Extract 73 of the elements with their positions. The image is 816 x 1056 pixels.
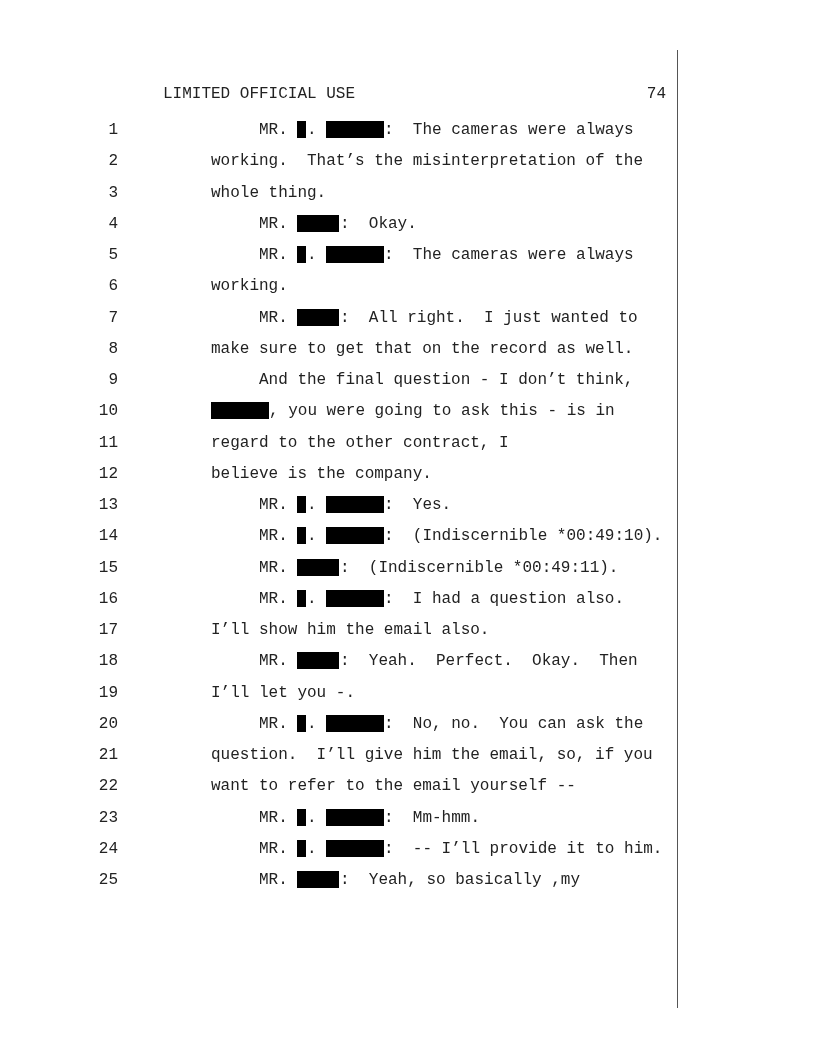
line-number: 25 bbox=[98, 870, 118, 890]
transcript-line: regard to the other contract, I bbox=[211, 432, 509, 453]
transcript-line: MR. bbox=[259, 588, 288, 609]
line-number: 7 bbox=[108, 307, 118, 328]
transcript-line: whole thing. bbox=[211, 182, 327, 203]
line-number: 8 bbox=[108, 338, 118, 359]
line-number: 20 bbox=[98, 713, 118, 734]
transcript-line: working. bbox=[211, 276, 288, 297]
line-number: 4 bbox=[108, 213, 118, 234]
transcript-line: : (Indiscernible *00:49:10). bbox=[384, 526, 663, 547]
transcript-line: : Mm-hmm. bbox=[384, 807, 480, 828]
transcript-line: I’ll show him the email also. bbox=[211, 620, 490, 640]
transcript-line: I’ll let you -. bbox=[211, 682, 356, 703]
line-number: 19 bbox=[98, 682, 118, 703]
transcript-line: : Yes. bbox=[384, 495, 452, 515]
line-number: 18 bbox=[98, 651, 118, 672]
transcript-line: want to refer to the email yourself -- bbox=[211, 776, 576, 797]
transcript-line: make sure to get that on the record as well. bbox=[211, 338, 634, 359]
transcript-line: MR. bbox=[259, 213, 288, 234]
transcript-line: : The cameras were always bbox=[384, 245, 634, 265]
page-header: LIMITED OFFICIAL USE bbox=[163, 84, 356, 104]
transcript-line: . bbox=[307, 588, 317, 609]
transcript-line: MR. bbox=[259, 526, 288, 547]
transcript-line: . bbox=[307, 838, 317, 859]
transcript-line: : Yeah, so basically ,my bbox=[340, 870, 581, 890]
line-number: 2 bbox=[108, 151, 118, 172]
line-number: 16 bbox=[98, 588, 118, 609]
transcript-line: . bbox=[307, 713, 317, 734]
transcript-line: . bbox=[307, 807, 317, 828]
line-number: 13 bbox=[98, 495, 118, 515]
transcript-line: : -- I’ll provide it to him. bbox=[384, 838, 663, 859]
transcript-line: : (Indiscernible *00:49:11). bbox=[340, 557, 619, 578]
transcript-line: MR. bbox=[259, 807, 288, 828]
transcript-line: MR. bbox=[259, 870, 288, 890]
transcript-line: working. That’s the misinterpretation of the bbox=[211, 151, 644, 172]
transcript-line: : Okay. bbox=[340, 213, 417, 234]
line-number: 23 bbox=[98, 807, 118, 828]
line-number: 12 bbox=[98, 463, 118, 484]
page-number: 74 bbox=[646, 84, 666, 104]
transcript-line: : No, no. You can ask the bbox=[384, 713, 644, 734]
transcript-line: MR. bbox=[259, 557, 288, 578]
transcript-line: MR. bbox=[259, 307, 288, 328]
transcript-line: MR. bbox=[259, 120, 288, 140]
line-number: 5 bbox=[108, 245, 118, 265]
transcript-line: MR. bbox=[259, 713, 288, 734]
line-number: 17 bbox=[98, 620, 118, 640]
line-number: 10 bbox=[98, 401, 118, 422]
line-number: 11 bbox=[98, 432, 118, 453]
transcript-line: : The cameras were always bbox=[384, 120, 634, 140]
line-number: 9 bbox=[108, 370, 118, 390]
line-number: 3 bbox=[108, 182, 118, 203]
transcript-line: , you were going to ask this - is in bbox=[269, 401, 615, 422]
transcript-line: question. I’ll give him the email, so, if you bbox=[211, 745, 653, 765]
transcript-line: : All right. I just wanted to bbox=[340, 307, 638, 328]
line-number: 1 bbox=[108, 120, 118, 140]
transcript-line: And the final question - I don’t think, bbox=[259, 370, 634, 390]
line-number: 14 bbox=[98, 526, 118, 547]
transcript-line: : I had a question also. bbox=[384, 588, 625, 609]
transcript-line: believe is the company. bbox=[211, 463, 432, 484]
line-number: 22 bbox=[98, 776, 118, 797]
line-number: 15 bbox=[98, 557, 118, 578]
transcript-line: . bbox=[307, 495, 317, 515]
transcript-line: MR. bbox=[259, 245, 288, 265]
transcript-line: . bbox=[307, 526, 317, 547]
line-number: 6 bbox=[108, 276, 118, 297]
transcript-line: . bbox=[307, 245, 317, 265]
transcript-line: MR. bbox=[259, 651, 288, 672]
transcript-line: MR. bbox=[259, 495, 288, 515]
line-number: 21 bbox=[98, 745, 118, 765]
transcript-line: MR. bbox=[259, 838, 288, 859]
transcript-line: : Yeah. Perfect. Okay. Then bbox=[340, 651, 638, 672]
line-number: 24 bbox=[98, 838, 118, 859]
transcript-line: . bbox=[307, 120, 317, 140]
